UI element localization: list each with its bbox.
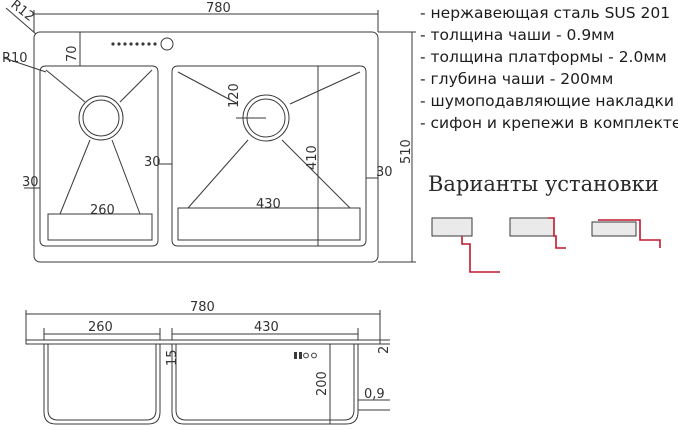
r12-leader [5, 7, 37, 35]
top-height-label: 510 [399, 139, 414, 164]
faucet-hole-icon [160, 37, 174, 51]
sink-outline [33, 31, 379, 263]
install-variants-title: Варианты установки [428, 172, 659, 196]
left-drain-outer [78, 95, 124, 141]
overflow-slot-icon [294, 352, 317, 359]
install-variant-overmount [591, 219, 661, 248]
corner-radius-label: R12 [8, 0, 37, 25]
middle-margin-label: 30 [144, 155, 161, 170]
left-bowl-width-label: 260 [90, 203, 115, 218]
spec-item: - толщина платформы - 2.0мм [420, 48, 667, 66]
tap-holes [111, 42, 157, 46]
r10-leader [3, 57, 47, 73]
spec-item: - толщина чаши - 0.9мм [420, 26, 615, 44]
left-margin-label: 30 [22, 175, 39, 190]
side-width-label: 780 [190, 300, 215, 315]
top-view [3, 7, 416, 263]
side-left-bowl-label: 260 [88, 320, 113, 335]
install-variant-undermount [431, 217, 500, 273]
drain-offset-label: 120 [227, 83, 242, 108]
steel-thickness-label: 0,9 [364, 387, 385, 402]
spec-item: - шумоподавляющие накладки [420, 92, 674, 110]
install-variant-flush [509, 217, 566, 249]
left-bowl-section [43, 344, 161, 425]
spec-item: - глубина чаши - 200мм [420, 70, 614, 88]
side-view [25, 310, 390, 425]
side-right-bowl-label: 430 [254, 320, 279, 335]
spec-list: - нержавеющая сталь SUS 201 - толщина ча… [420, 2, 678, 134]
platform-slab [25, 339, 381, 345]
spec-item: - нержавеющая сталь SUS 201 [420, 4, 671, 22]
bowl-depth-label: 200 [315, 371, 330, 396]
platform-thickness-label: 2 [377, 346, 392, 354]
right-bowl-width-label: 430 [256, 197, 281, 212]
top-width-label: 780 [206, 1, 231, 16]
left-bowl [39, 65, 159, 247]
platform-depth-label: 70 [65, 45, 80, 62]
right-bowl-length-label: 410 [305, 145, 320, 170]
right-bowl [171, 65, 367, 247]
divider-height-label: 15 [165, 349, 180, 366]
bowl-radius-label: R10 [2, 51, 28, 66]
right-margin-label: 30 [376, 165, 393, 180]
spec-item: - сифон и крепежи в комплекте [420, 114, 678, 132]
right-bowl-section [171, 344, 359, 425]
